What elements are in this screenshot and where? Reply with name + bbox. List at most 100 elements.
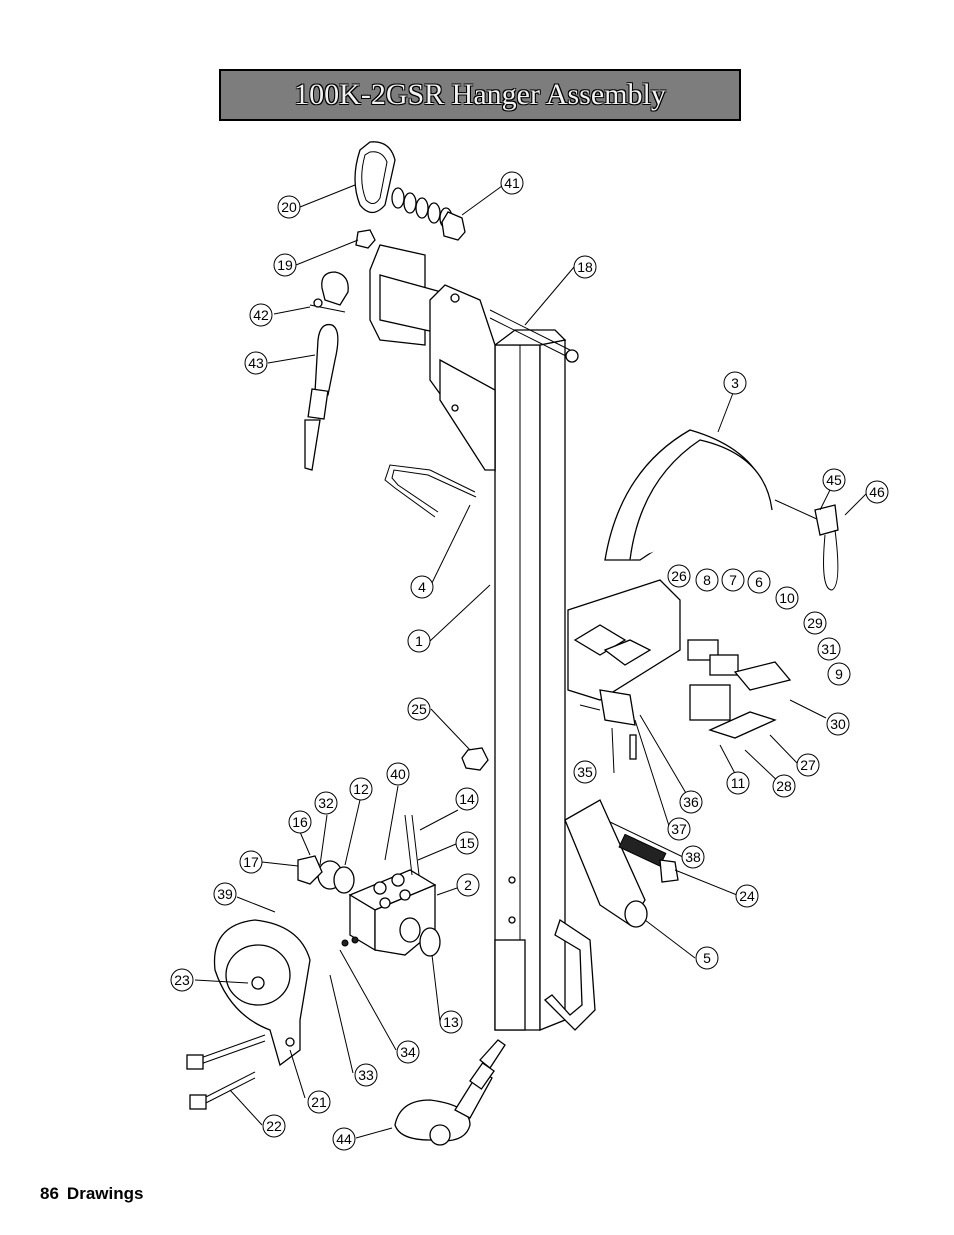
svg-text:1: 1	[415, 633, 423, 649]
svg-text:14: 14	[459, 791, 475, 807]
svg-text:26: 26	[671, 568, 687, 584]
drawing-title: 100K-2GSR Hanger Assembly	[294, 78, 666, 111]
svg-text:44: 44	[336, 1131, 352, 1147]
callout-13: 13	[439, 1010, 463, 1034]
hex-nut	[461, 747, 489, 771]
svg-text:27: 27	[800, 757, 816, 773]
callout-32: 32	[314, 791, 338, 815]
callout-22: 22	[262, 1114, 286, 1138]
callout-25: 25	[407, 697, 431, 721]
lock-pin	[384, 464, 477, 518]
callout-23: 23	[170, 968, 194, 992]
callout-18: 18	[573, 255, 597, 279]
callout-14: 14	[455, 787, 479, 811]
svg-text:35: 35	[577, 764, 593, 780]
callout-39: 39	[213, 882, 237, 906]
svg-text:10: 10	[779, 590, 795, 606]
svg-text:15: 15	[459, 835, 475, 851]
svg-text:23: 23	[174, 972, 190, 988]
callout-6: 6	[747, 570, 771, 594]
svg-text:42: 42	[253, 307, 269, 323]
callout-38: 38	[681, 845, 705, 869]
callout-11: 11	[726, 771, 750, 795]
svg-text:19: 19	[277, 257, 293, 273]
fitting	[297, 855, 323, 885]
callout-45: 45	[822, 468, 846, 492]
callout-12: 12	[349, 777, 373, 801]
svg-text:16: 16	[292, 814, 308, 830]
callout-44: 44	[332, 1127, 356, 1151]
svg-text:3: 3	[731, 375, 739, 391]
svg-text:4: 4	[418, 579, 426, 595]
svg-text:13: 13	[443, 1014, 459, 1030]
callout-1: 1	[407, 629, 431, 653]
callout-7: 7	[721, 568, 745, 592]
svg-text:22: 22	[266, 1118, 282, 1134]
svg-text:11: 11	[731, 775, 746, 791]
callout-15: 15	[455, 831, 479, 855]
callout-28: 28	[772, 774, 796, 798]
o-ring	[419, 927, 441, 957]
nut-part	[355, 229, 376, 249]
callout-16: 16	[288, 810, 312, 834]
leader-lines	[194, 184, 867, 1139]
handle	[543, 918, 596, 1031]
callout-40: 40	[386, 762, 410, 786]
svg-text:2: 2	[464, 877, 472, 893]
callout-17: 17	[239, 850, 263, 874]
callout-35: 35	[573, 760, 597, 784]
svg-text:8: 8	[703, 572, 711, 588]
small-shackle	[309, 271, 349, 313]
svg-text:29: 29	[807, 615, 823, 631]
top-shackle-spring	[354, 141, 466, 241]
callout-5: 5	[695, 946, 719, 970]
svg-text:32: 32	[318, 795, 334, 811]
title-banner: 100K-2GSR Hanger Assembly	[219, 69, 741, 121]
main-mast	[493, 329, 567, 1031]
svg-text:37: 37	[671, 821, 687, 837]
o-ring	[333, 866, 355, 894]
callout-37: 37	[667, 817, 691, 841]
pulley-bolts	[186, 1034, 266, 1110]
clamp-block-assembly	[567, 579, 792, 760]
svg-text:30: 30	[830, 716, 846, 732]
svg-text:41: 41	[504, 175, 520, 191]
hook-shackle	[394, 1039, 506, 1146]
top-bracket	[369, 244, 579, 473]
callout-42: 42	[249, 303, 273, 327]
arm-bracket	[564, 799, 648, 928]
svg-text:33: 33	[358, 1067, 374, 1083]
callout-30: 30	[826, 712, 850, 736]
svg-text:25: 25	[411, 701, 427, 717]
callout-21: 21	[307, 1090, 331, 1114]
svg-text:18: 18	[577, 259, 593, 275]
callout-20: 20	[277, 195, 301, 219]
callout-46: 46	[865, 480, 889, 504]
svg-text:34: 34	[400, 1044, 416, 1060]
svg-text:31: 31	[821, 641, 837, 657]
lifting-sling	[304, 323, 339, 471]
callout-36: 36	[679, 790, 703, 814]
callout-31: 31	[817, 637, 841, 661]
section-name: Drawings	[66, 1184, 144, 1203]
long-bolt	[618, 833, 679, 883]
callout-2: 2	[456, 873, 480, 897]
callout-34: 34	[396, 1040, 420, 1064]
callout-29: 29	[803, 611, 827, 635]
svg-text:6: 6	[755, 574, 763, 590]
svg-text:7: 7	[729, 572, 737, 588]
svg-text:43: 43	[248, 355, 264, 371]
pulley-housing	[213, 919, 311, 1067]
svg-text:12: 12	[353, 781, 369, 797]
callout-10: 10	[775, 586, 799, 610]
svg-text:5: 5	[703, 950, 711, 966]
callout-9: 9	[827, 662, 851, 686]
callout-41: 41	[500, 171, 524, 195]
svg-text:40: 40	[390, 766, 406, 782]
callout-24: 24	[735, 884, 759, 908]
callout-3: 3	[723, 371, 747, 395]
valve-block	[341, 814, 437, 956]
part-callouts: 1 2 3 4 5 6 7 8 9 10 11 12 13 14 15 16 1…	[170, 171, 889, 1151]
